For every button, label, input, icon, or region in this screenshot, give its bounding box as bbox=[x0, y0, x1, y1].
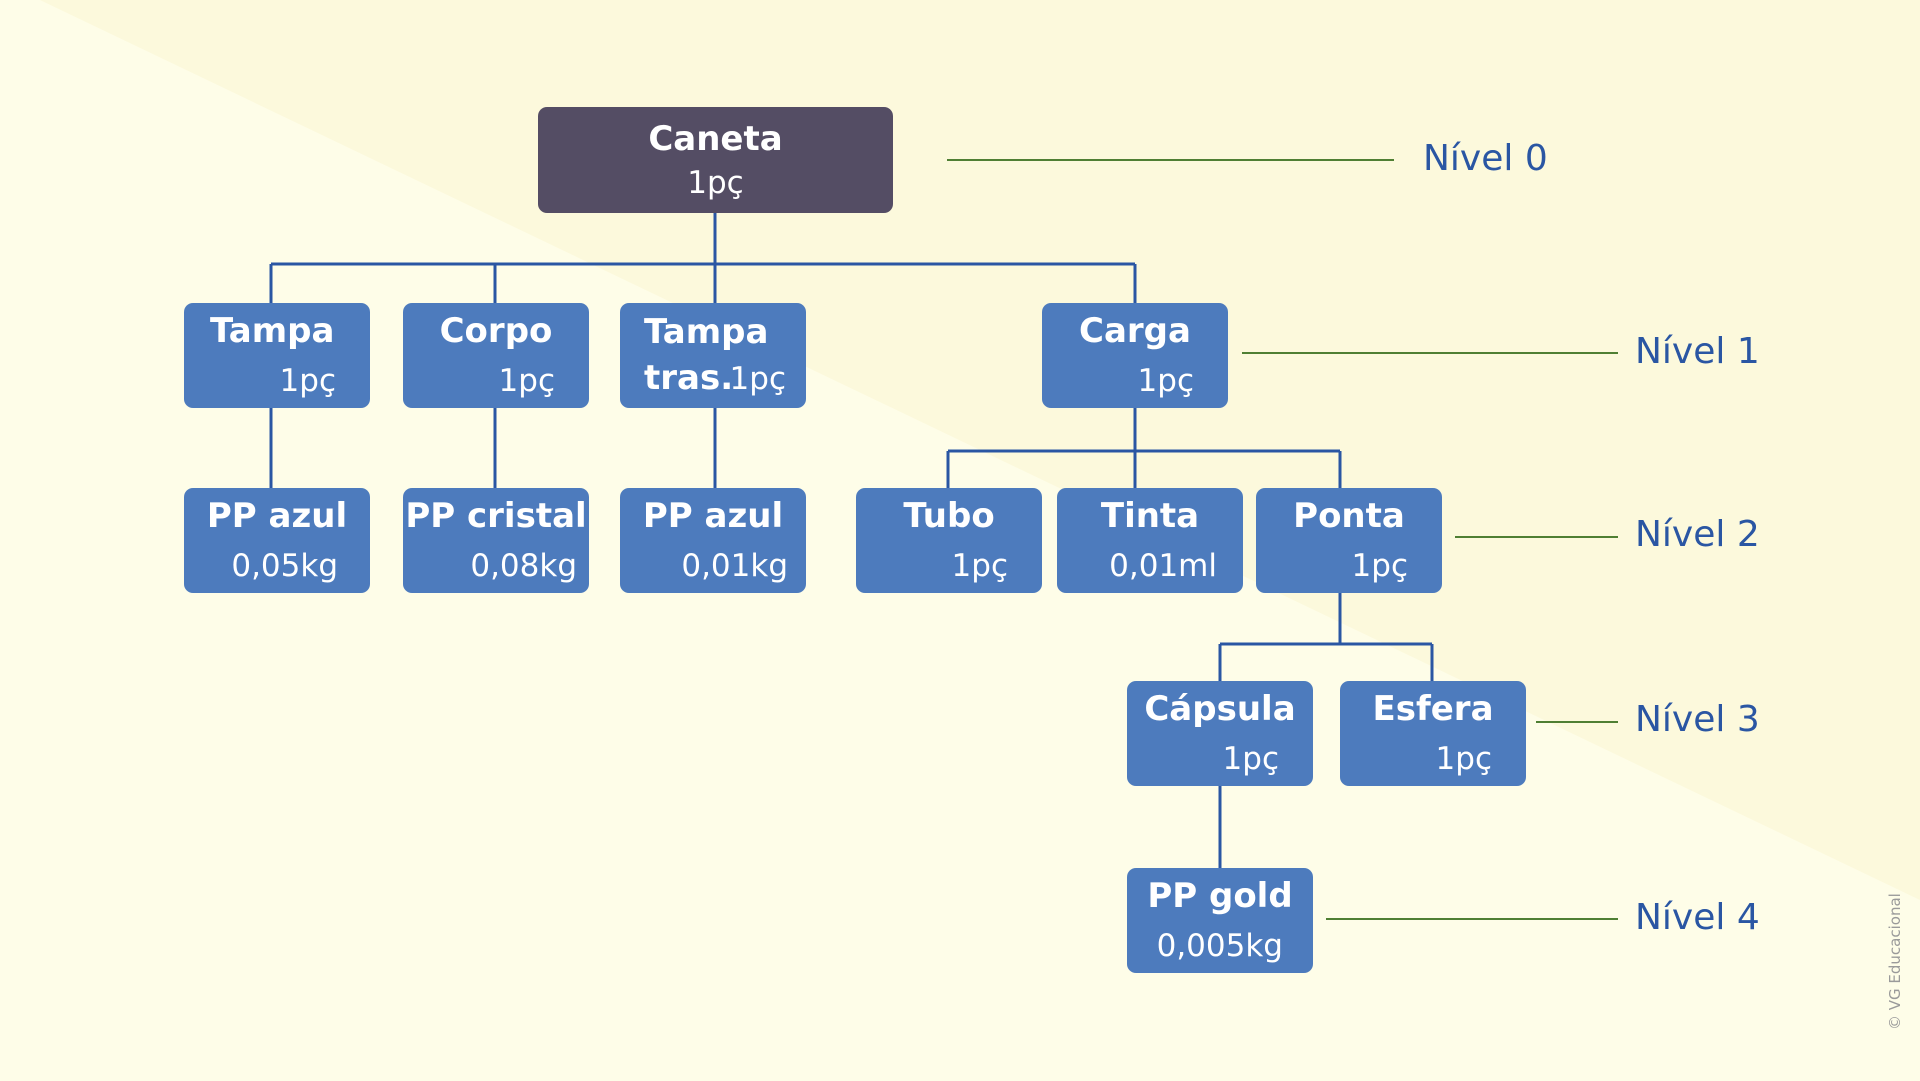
level-2-label: Nível 2 bbox=[1635, 514, 1760, 555]
node-esfera-name: Esfera bbox=[1372, 689, 1494, 729]
node-pp-azul-1-name: PP azul bbox=[206, 496, 348, 536]
node-carga: Carga 1pç bbox=[1042, 303, 1228, 408]
node-tampa-qty: 1pç bbox=[279, 363, 336, 399]
node-corpo: Corpo 1pç bbox=[403, 303, 589, 408]
node-caneta-name: Caneta bbox=[648, 119, 783, 159]
node-ponta-qty: 1pç bbox=[1351, 548, 1408, 584]
node-pp-azul-2-qty: 0,01kg bbox=[681, 548, 788, 584]
node-ponta: Ponta 1pç bbox=[1256, 488, 1442, 593]
level-0-label: Nível 0 bbox=[1423, 138, 1548, 179]
node-pp-cristal-qty: 0,08kg bbox=[470, 548, 577, 584]
node-tubo: Tubo 1pç bbox=[856, 488, 1042, 593]
node-tampa-name: Tampa bbox=[210, 311, 335, 351]
node-esfera: Esfera 1pç bbox=[1340, 681, 1526, 786]
node-pp-cristal-name: PP cristal bbox=[405, 496, 587, 536]
node-pp-gold-name: PP gold bbox=[1147, 876, 1293, 916]
node-pp-azul-1-qty: 0,05kg bbox=[231, 548, 338, 584]
node-capsula-qty: 1pç bbox=[1222, 741, 1279, 777]
level-1-line bbox=[1242, 352, 1618, 354]
node-ponta-name: Ponta bbox=[1293, 496, 1405, 536]
node-carga-qty: 1pç bbox=[1137, 363, 1194, 399]
level-4-label: Nível 4 bbox=[1635, 897, 1760, 938]
node-corpo-name: Corpo bbox=[439, 311, 553, 351]
node-tinta-name: Tinta bbox=[1100, 496, 1200, 536]
level-3-line bbox=[1536, 721, 1618, 723]
node-tubo-name: Tubo bbox=[903, 496, 995, 536]
node-pp-cristal: PP cristal 0,08kg bbox=[403, 488, 589, 593]
node-capsula-name: Cápsula bbox=[1144, 689, 1296, 729]
node-tubo-qty: 1pç bbox=[951, 548, 1008, 584]
node-carga-name: Carga bbox=[1079, 311, 1191, 351]
node-tampa-tras-name: Tampa tras. bbox=[644, 312, 769, 398]
node-caneta-qty: 1pç bbox=[687, 165, 744, 201]
node-tampa-tras: Tampa tras. 1pç bbox=[620, 303, 806, 408]
node-tampa-tras-qty: 1pç bbox=[729, 361, 786, 397]
node-caneta: Caneta 1pç bbox=[538, 107, 893, 213]
node-capsula: Cápsula 1pç bbox=[1127, 681, 1313, 786]
node-esfera-qty: 1pç bbox=[1435, 741, 1492, 777]
node-pp-azul-1: PP azul 0,05kg bbox=[184, 488, 370, 593]
copyright-credit: © VG Educacional bbox=[1886, 893, 1904, 1030]
level-4-line bbox=[1326, 918, 1618, 920]
level-2-line bbox=[1455, 536, 1618, 538]
node-pp-gold: PP gold 0,005kg bbox=[1127, 868, 1313, 973]
node-pp-azul-2: PP azul 0,01kg bbox=[620, 488, 806, 593]
node-tinta-qty: 0,01ml bbox=[1109, 548, 1217, 584]
level-0-line bbox=[947, 159, 1394, 161]
node-corpo-qty: 1pç bbox=[498, 363, 555, 399]
level-3-label: Nível 3 bbox=[1635, 699, 1760, 740]
level-1-label: Nível 1 bbox=[1635, 331, 1760, 372]
node-tampa: Tampa 1pç bbox=[184, 303, 370, 408]
node-pp-azul-2-name: PP azul bbox=[642, 496, 784, 536]
node-pp-gold-qty: 0,005kg bbox=[1156, 928, 1283, 964]
node-tinta: Tinta 0,01ml bbox=[1057, 488, 1243, 593]
